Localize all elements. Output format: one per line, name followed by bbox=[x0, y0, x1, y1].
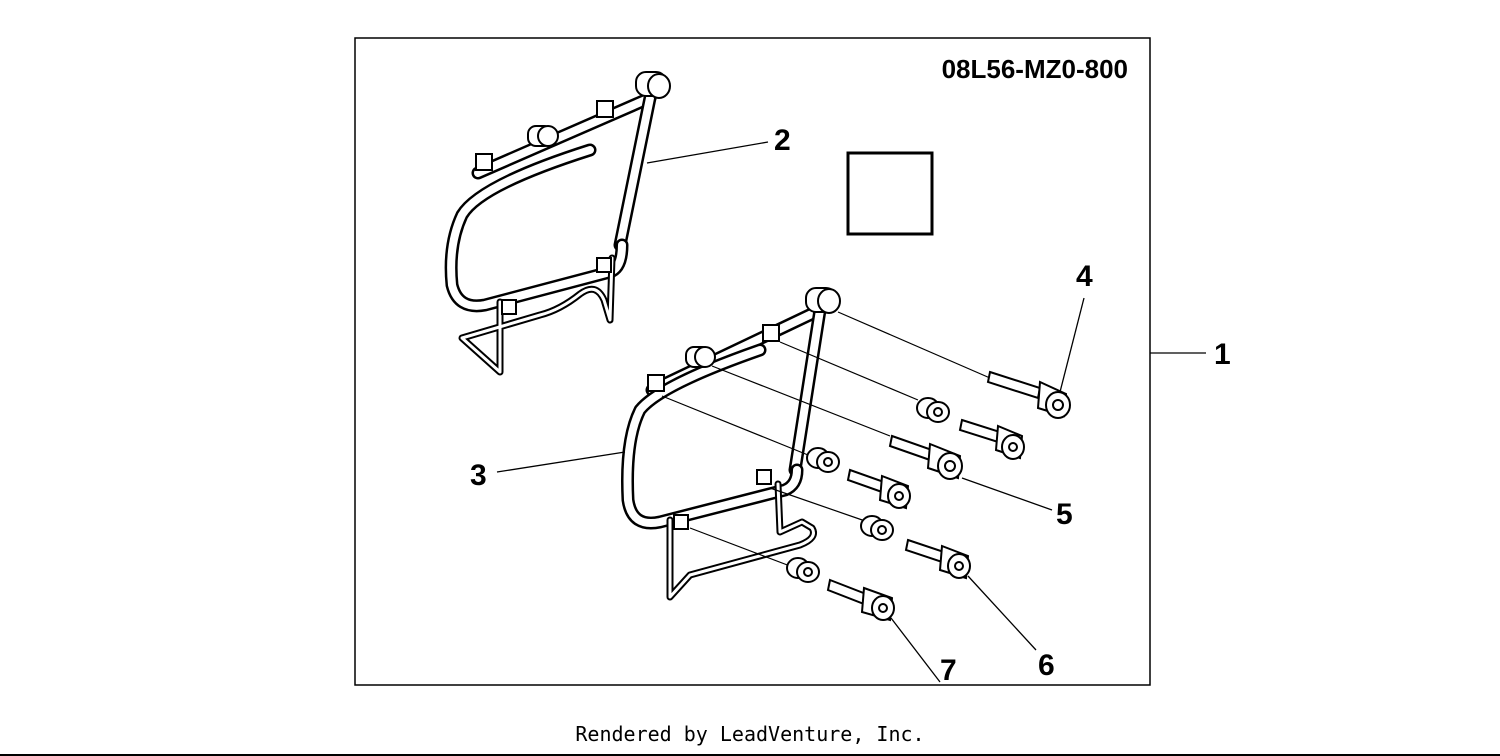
leader-4 bbox=[1059, 297, 1085, 393]
bracket-left[interactable] bbox=[444, 71, 671, 376]
collar-lower[interactable] bbox=[860, 515, 894, 541]
footer-divider bbox=[0, 754, 1500, 756]
callout-3: 3 bbox=[470, 459, 487, 492]
collar-7[interactable] bbox=[786, 557, 820, 583]
bolt-mid[interactable] bbox=[846, 468, 911, 510]
footer-credit: Rendered by LeadVenture, Inc. bbox=[575, 722, 925, 746]
fastener-alignment-lines bbox=[661, 311, 991, 567]
leader-3 bbox=[496, 451, 626, 473]
part-number: 08L56-MZ0-800 bbox=[942, 54, 1128, 84]
callout-7: 7 bbox=[940, 654, 957, 687]
leader-7 bbox=[890, 617, 941, 683]
diagram-frame bbox=[354, 37, 1151, 686]
bolt-6[interactable] bbox=[904, 538, 971, 580]
bracket-right[interactable] bbox=[621, 287, 841, 601]
callout-5: 5 bbox=[1056, 498, 1073, 531]
leader-5 bbox=[961, 477, 1053, 511]
collar-upper[interactable] bbox=[916, 397, 950, 423]
bolt-upper-mid[interactable] bbox=[958, 418, 1025, 460]
callout-4: 4 bbox=[1076, 260, 1093, 293]
kit-placeholder-box bbox=[846, 151, 934, 236]
callout-2: 2 bbox=[774, 124, 791, 157]
bolt-7[interactable] bbox=[826, 578, 895, 622]
bolt-5[interactable] bbox=[888, 434, 963, 480]
leader-6 bbox=[967, 575, 1037, 651]
callout-6: 6 bbox=[1038, 649, 1055, 682]
collar-mid[interactable] bbox=[806, 447, 840, 473]
callout-1: 1 bbox=[1214, 338, 1231, 371]
bolt-4[interactable] bbox=[986, 370, 1071, 419]
leader-2 bbox=[646, 141, 769, 164]
